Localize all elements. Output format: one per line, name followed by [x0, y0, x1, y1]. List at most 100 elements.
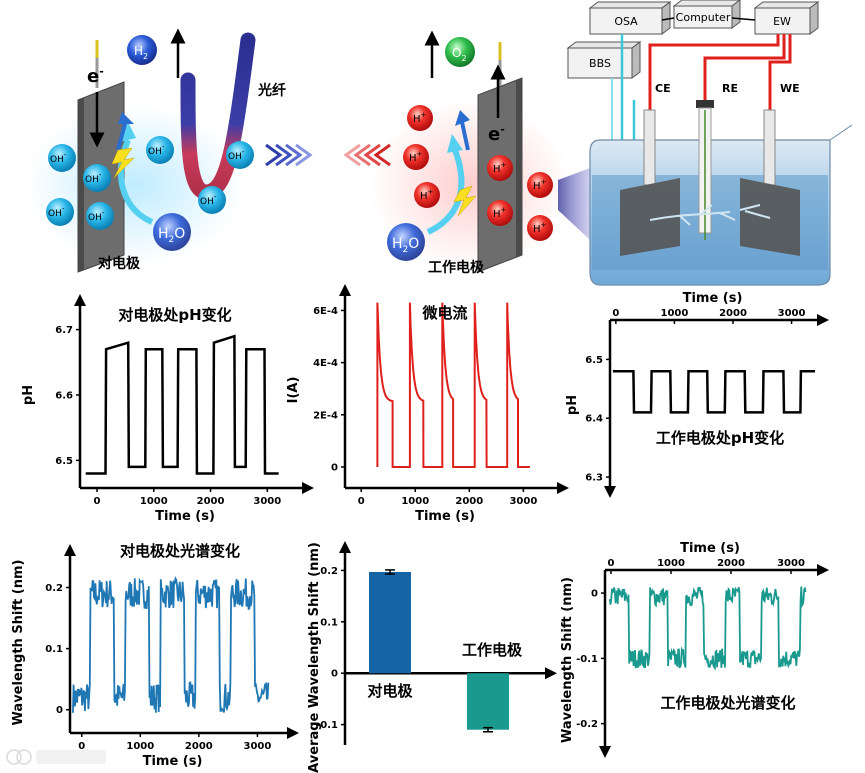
oh-ion: OH-: [198, 186, 226, 214]
y-tick-label: -0.2: [576, 719, 598, 730]
x-tick-label: 1000: [657, 558, 685, 569]
y-axis-label: Average Wavelength Shift (nm): [307, 542, 322, 773]
working-reaction-arrowhead: [447, 134, 463, 153]
x-tick-label: 0: [612, 308, 619, 319]
svg-text:OH-: OH-: [228, 148, 245, 162]
we-cable: [768, 34, 792, 110]
tank-rim: [829, 124, 853, 141]
o2-ball: [445, 37, 475, 67]
x-tick-label: 2000: [197, 496, 225, 507]
bbs-box: BBS: [566, 41, 642, 79]
svg-text:H+: H+: [533, 221, 547, 235]
x-tick-label: 1000: [661, 308, 689, 319]
svg-text:H+: H+: [533, 178, 547, 192]
y-axis-arrowhead: [599, 746, 611, 758]
dendrite: [649, 204, 771, 226]
h-ion: H+: [407, 105, 433, 131]
working-electrode-label: 工作电极: [428, 259, 485, 276]
y-tick-label: 0: [331, 462, 338, 473]
y-tick-label: 0.2: [320, 566, 338, 577]
y-axis-label: Wavelength Shift (nm): [11, 560, 26, 726]
bar: [467, 673, 509, 730]
h-ion: H+: [527, 215, 553, 241]
x-axis-arrowhead: [557, 482, 569, 494]
y-tick-label: 0: [56, 705, 63, 716]
chart-title: 工作电极处光谱变化: [660, 694, 795, 712]
zoom-cone: [558, 168, 590, 240]
x-axis-label: Time (s): [155, 509, 215, 524]
svg-text:OH-: OH-: [88, 209, 105, 223]
y-axis-arrowhead: [604, 486, 616, 498]
counter-electrode-scheme: e- H2 光纤 OH- OH- OH- OH- OH- OH- OH- H2O…: [25, 28, 286, 273]
chart-title: 对电极处光谱变化: [120, 542, 240, 560]
y-axis-label: pH: [21, 385, 36, 405]
h2-ball: [127, 35, 157, 65]
fiber-label: 光纤: [257, 82, 286, 99]
bar: [369, 571, 411, 674]
oh-ion: OH-: [83, 164, 111, 192]
series-line: [85, 334, 279, 475]
working-electrode-edge: [516, 78, 522, 257]
instrument-setup: OSA Computer EW BBS CE RE: [566, 0, 853, 286]
counter-blue-arrow: [116, 119, 128, 151]
y-tick-label: 0.2: [45, 583, 63, 594]
oh-ion-group: OH- OH- OH- OH- OH- OH- OH-: [46, 136, 254, 230]
svg-text:OH-: OH-: [148, 143, 165, 157]
chevron-right-icon: [265, 143, 283, 167]
x-tick-label: 2000: [185, 741, 213, 752]
working-electrode-scheme: e- O2 H+ H+ H+ H+ H+ H+ H+ H2O 工作电极: [370, 30, 590, 276]
ew-box: EW: [753, 1, 820, 35]
y-tick-label: 0: [591, 589, 598, 600]
x-tick-label: 1000: [401, 496, 429, 507]
x-tick-label: 0: [608, 558, 615, 569]
y-axis-arrowhead: [64, 544, 76, 556]
we-rod: [763, 109, 776, 186]
series-line: [376, 302, 530, 468]
y-axis-label: I(A): [286, 377, 301, 404]
h-ion: H+: [527, 172, 553, 198]
chevron-left-icon: [343, 143, 361, 167]
x-tick-label: 1000: [126, 741, 154, 752]
watermark-logo: [6, 749, 106, 765]
x-tick-label: 2000: [455, 496, 483, 507]
water-label: H2O: [158, 226, 185, 245]
svg-text:OSA: OSA: [614, 15, 638, 28]
o2-label: O2: [452, 46, 467, 63]
counter-blue-arrowhead: [118, 112, 134, 124]
light-chevrons: [265, 143, 391, 167]
working-blue-arrow: [460, 121, 470, 151]
x-tick-label: 3000: [244, 741, 272, 752]
oh-ion: OH-: [48, 144, 76, 172]
x-tick-label: 3000: [509, 496, 537, 507]
oh-ion: OH-: [46, 198, 74, 226]
x-axis-label: Time (s): [143, 754, 203, 769]
chart-title: 工作电极处pH变化: [656, 429, 784, 447]
svg-text:OH-: OH-: [200, 193, 217, 207]
y-axis-label: pH: [565, 395, 580, 415]
svg-text:H+: H+: [493, 161, 507, 175]
we-label: WE: [780, 82, 800, 95]
y-tick-label: 6.7: [55, 325, 73, 336]
x-axis-arrowhead: [287, 727, 299, 739]
h-ion: H+: [487, 155, 513, 181]
x-axis-label: Time (s): [680, 541, 740, 556]
svg-text:OH-: OH-: [48, 205, 65, 219]
chart-title: 微电流: [421, 304, 467, 322]
x-axis-arrowhead: [302, 482, 314, 494]
svg-text:OH-: OH-: [85, 171, 102, 185]
working-electron-label: e-: [488, 123, 505, 145]
oh-ion: OH-: [86, 202, 114, 230]
x-tick-label: 3000: [777, 558, 805, 569]
x-tick-label: 2000: [719, 308, 747, 319]
y-tick-label: 6.5: [585, 355, 603, 366]
x-axis-label: Time (s): [683, 291, 743, 306]
ce-cable: [648, 34, 780, 110]
re-cable: [703, 34, 786, 100]
y-tick-label: -0.1: [576, 654, 598, 665]
category-label: 对电极: [367, 682, 413, 700]
y-tick-label: 6.3: [585, 473, 603, 484]
x-tick-label: 0: [78, 741, 85, 752]
